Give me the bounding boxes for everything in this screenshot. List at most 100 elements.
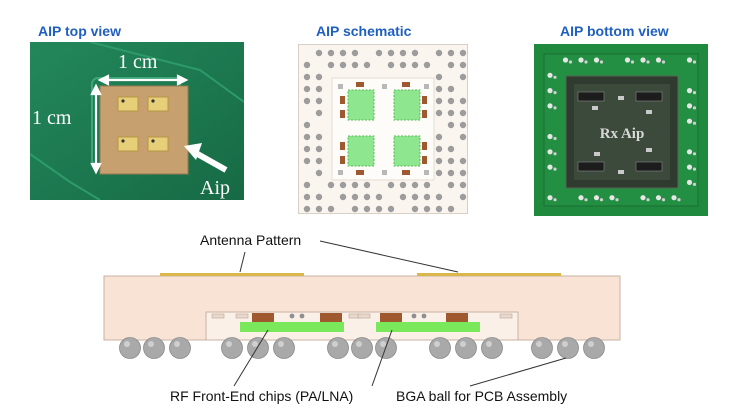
schematic-pad	[338, 84, 343, 89]
via	[435, 157, 443, 165]
via	[315, 193, 323, 201]
width-label: 1 cm	[118, 51, 158, 73]
bga-ball-highlight	[174, 341, 180, 347]
bottom-view-title: AIP bottom view	[560, 23, 669, 39]
aip-pointer-label: Aip	[200, 177, 230, 199]
chip-bump	[320, 313, 342, 322]
via	[387, 181, 395, 189]
chip-bump	[252, 313, 274, 322]
bga-pad	[584, 60, 588, 64]
schematic-component	[356, 170, 364, 175]
passive-component	[646, 148, 652, 152]
via	[459, 73, 467, 81]
via	[459, 169, 467, 177]
bga-pad	[692, 91, 697, 95]
bga-pad	[578, 57, 584, 63]
bga-pad	[692, 106, 697, 110]
via	[315, 133, 323, 141]
via	[315, 85, 323, 93]
via	[375, 193, 383, 201]
height-label: 1 cm	[32, 107, 72, 129]
chip-marking: Rx Aip	[600, 126, 645, 142]
bga-pad	[568, 60, 573, 64]
via	[447, 61, 455, 69]
bga-ball	[455, 337, 477, 359]
bga-pad	[686, 149, 693, 155]
bga-ball-highlight	[226, 341, 232, 347]
rf-die	[635, 161, 663, 172]
via	[351, 205, 359, 213]
schematic-pad	[338, 170, 343, 175]
via	[363, 61, 371, 69]
via	[303, 157, 311, 165]
via	[363, 181, 371, 189]
via	[339, 181, 347, 189]
rf-front-end-chip	[376, 322, 480, 332]
schematic-component	[340, 96, 345, 104]
schematic-component	[422, 142, 427, 150]
via	[315, 145, 323, 153]
bga-ball	[169, 337, 191, 359]
rf-die	[577, 91, 605, 102]
via	[399, 61, 407, 69]
bga-pad	[593, 195, 600, 201]
bga-ball	[119, 337, 141, 359]
bga-ball-highlight	[332, 341, 338, 347]
schematic-pad	[424, 170, 429, 175]
via	[351, 181, 359, 189]
passive-component	[618, 96, 624, 100]
bga-ball-highlight	[486, 341, 492, 347]
bga-pad	[692, 152, 697, 156]
chip-bump	[380, 313, 402, 322]
via	[351, 193, 359, 201]
bga-pad	[584, 198, 588, 202]
bga-pad	[553, 136, 557, 141]
schematic-pad	[382, 170, 387, 175]
via	[435, 205, 443, 213]
via	[303, 121, 311, 129]
antenna-leader-line	[319, 240, 459, 273]
via	[411, 181, 419, 189]
bga-pad	[553, 167, 557, 171]
bga-pad	[692, 121, 697, 125]
via	[303, 133, 311, 141]
via	[315, 109, 323, 117]
via	[447, 145, 455, 153]
via	[411, 193, 419, 201]
via	[303, 181, 311, 189]
bga-pad	[692, 182, 697, 186]
via	[423, 61, 431, 69]
bga-pad	[686, 118, 693, 124]
bga-pad	[640, 57, 646, 63]
bga-ball	[429, 337, 451, 359]
via	[315, 97, 323, 105]
via	[447, 49, 455, 57]
via	[363, 193, 371, 201]
bga-pad	[615, 198, 619, 202]
via	[387, 61, 395, 69]
via	[435, 85, 443, 93]
bga-ball-highlight	[356, 341, 362, 347]
chip-leader-line	[233, 329, 269, 387]
aip-chip	[99, 85, 189, 175]
bga-pad	[553, 75, 557, 79]
bga-ball-highlight	[124, 341, 130, 347]
schematic-component	[340, 142, 345, 150]
bga-pad	[547, 88, 553, 94]
via	[435, 169, 443, 177]
bga-pad	[655, 195, 662, 201]
via	[327, 61, 335, 69]
bga-pad	[547, 164, 553, 170]
bga-ball	[481, 337, 503, 359]
via	[435, 145, 443, 153]
via	[327, 181, 335, 189]
via	[315, 205, 323, 213]
via	[399, 181, 407, 189]
antenna-pattern	[417, 273, 561, 276]
bga-ball	[327, 337, 349, 359]
bga-ball	[583, 337, 605, 359]
bga-ball	[143, 337, 165, 359]
via	[411, 49, 419, 57]
via	[303, 85, 311, 93]
